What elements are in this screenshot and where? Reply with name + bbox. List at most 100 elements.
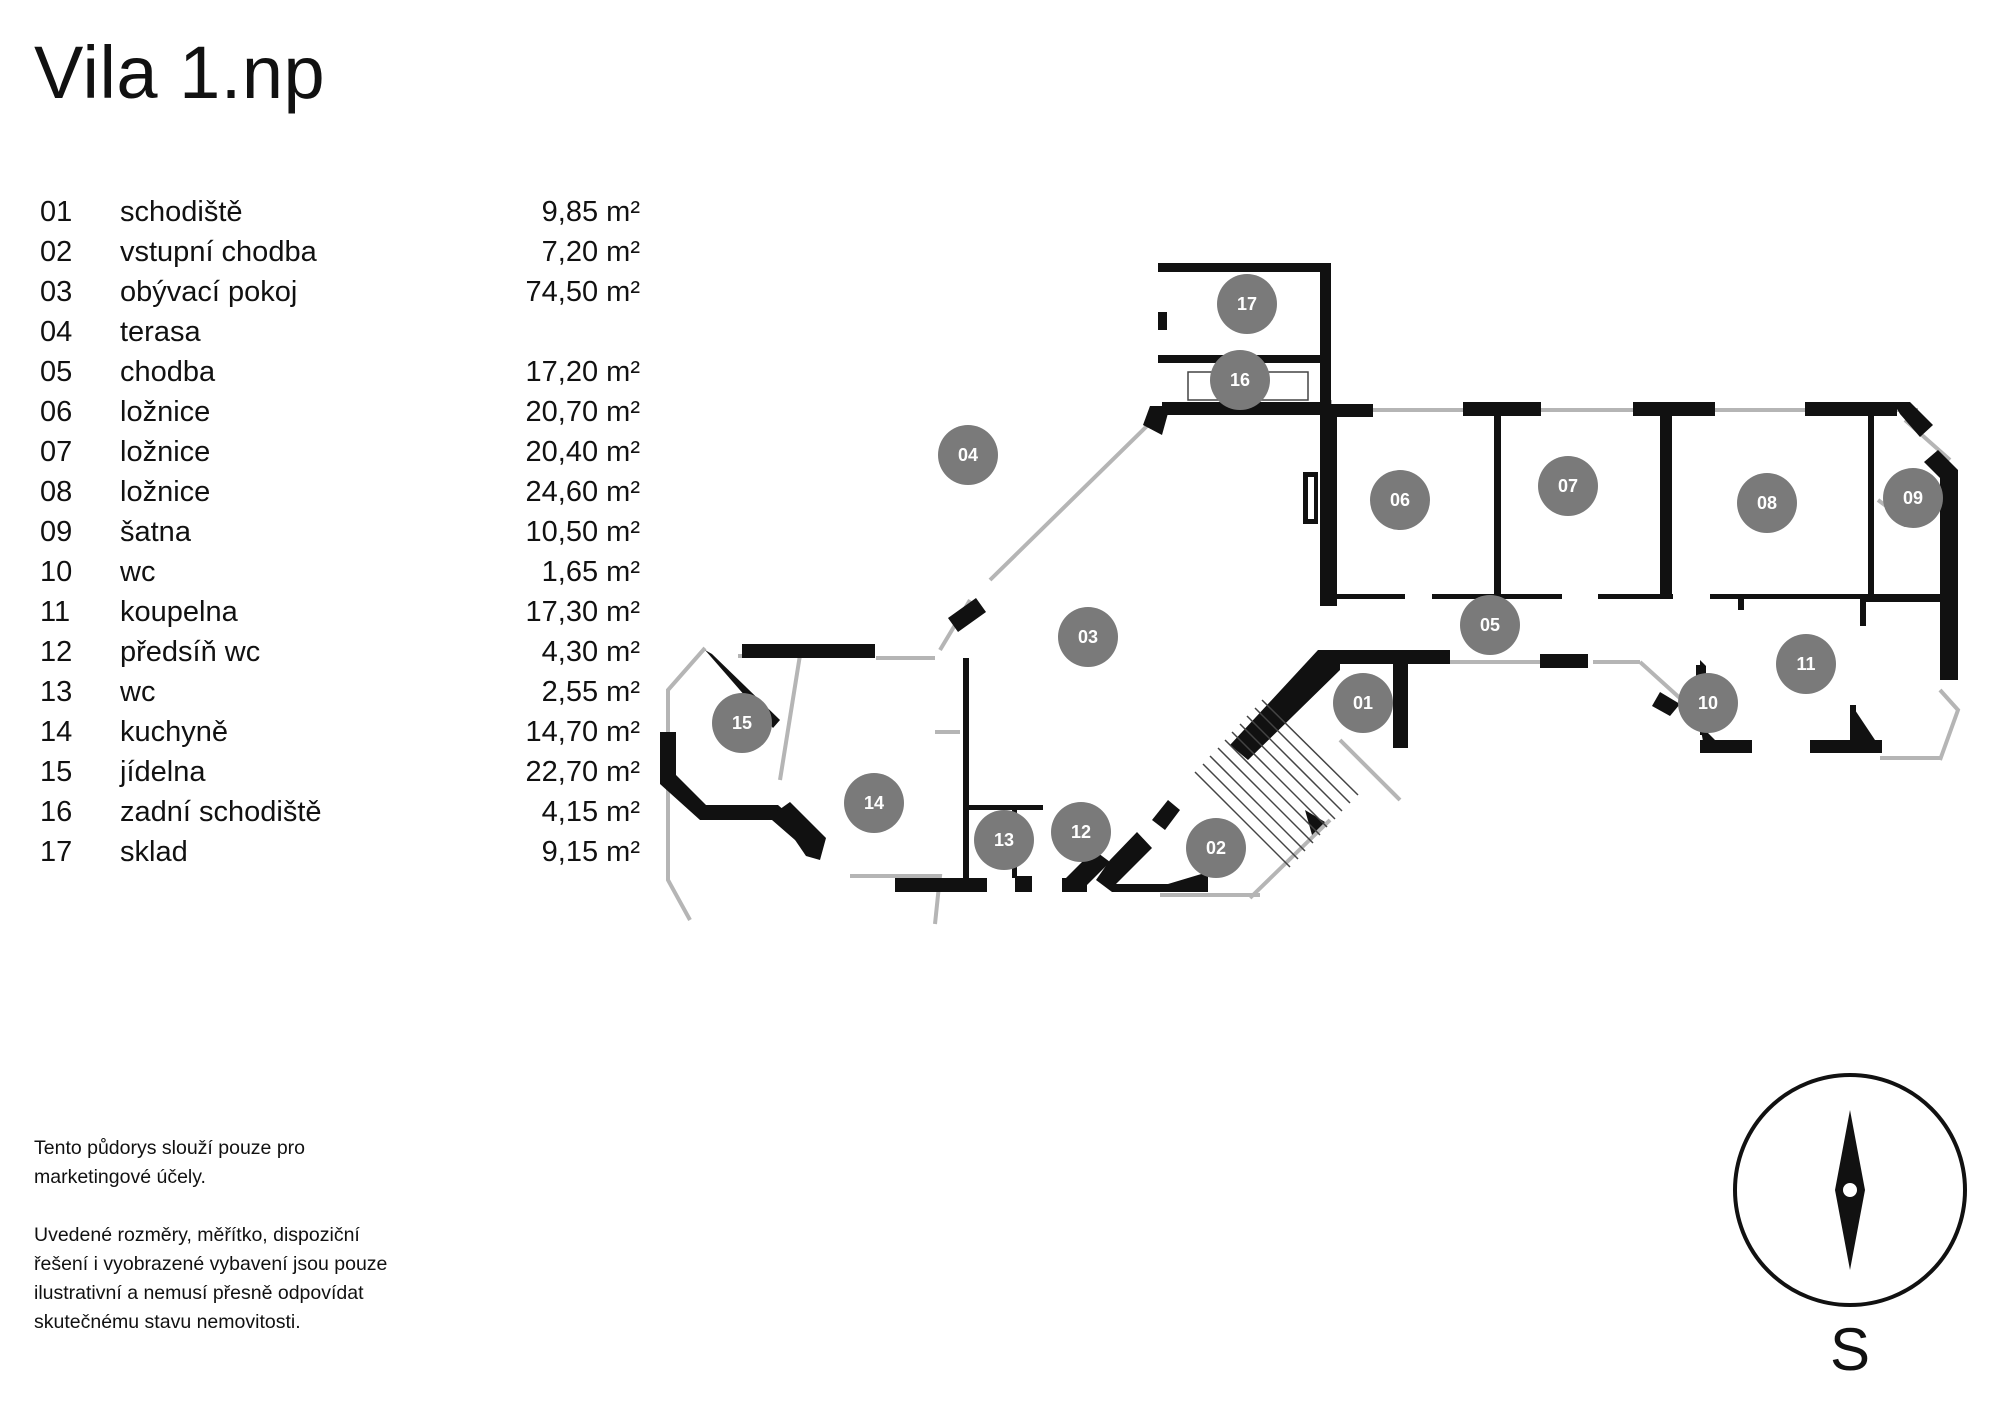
room-number: 16 — [40, 796, 73, 828]
room-badge-label: 03 — [1078, 627, 1098, 647]
room-number: 10 — [40, 556, 73, 588]
room-number: 04 — [40, 316, 73, 348]
room-badge-label: 07 — [1558, 476, 1578, 496]
room-badge-label: 08 — [1757, 493, 1777, 513]
legend-row-11: 11 koupelna 17,30 m² — [40, 592, 640, 632]
legend-row-05: 05 chodba 17,20 m² — [40, 352, 640, 392]
page-title: Vila 1.np — [34, 31, 326, 114]
room-name: wc — [120, 676, 156, 708]
room-badge-08: 08 — [1737, 473, 1797, 533]
room-badge-05: 05 — [1460, 595, 1520, 655]
legend-row-16: 16 zadní schodiště 4,15 m² — [40, 792, 640, 832]
room-area: 9,15 m² — [541, 836, 640, 868]
room-area: 7,20 m² — [541, 236, 640, 268]
room-badge-01: 01 — [1333, 673, 1393, 733]
room-name: jídelna — [120, 756, 206, 788]
room-badge-17: 17 — [1217, 274, 1277, 334]
room-area: 2,55 m² — [541, 676, 640, 708]
room-name: ložnice — [120, 436, 211, 468]
room-badge-04: 04 — [938, 425, 998, 485]
room-number: 17 — [40, 836, 73, 868]
room-badge-12: 12 — [1051, 802, 1111, 862]
room-area: 22,70 m² — [525, 756, 640, 788]
room-number: 14 — [40, 716, 73, 748]
room-area: 4,30 m² — [541, 636, 640, 668]
disclaimer-paragraph-1: Tento půdorys slouží pouze pro marketing… — [34, 1137, 306, 1188]
room-badge-07: 07 — [1538, 456, 1598, 516]
room-badge-label: 14 — [864, 793, 884, 813]
room-area: 9,85 m² — [541, 196, 640, 228]
room-badge-label: 09 — [1903, 488, 1923, 508]
compass: S — [1733, 1073, 1967, 1383]
room-badge-03: 03 — [1058, 607, 1118, 667]
room-name: zadní schodiště — [120, 796, 322, 828]
room-legend: 01 schodiště 9,85 m² 02 vstupní chodba 7,20 m… — [40, 192, 640, 872]
room-number: 15 — [40, 756, 73, 788]
room-area: 20,70 m² — [525, 396, 640, 428]
room-badge-label: 02 — [1206, 838, 1226, 858]
room-badge-label: 11 — [1796, 654, 1815, 674]
room-badge-label: 17 — [1237, 294, 1257, 314]
room-name: wc — [120, 556, 156, 588]
room-badge-label: 10 — [1698, 693, 1718, 713]
room-area: 1,65 m² — [541, 556, 640, 588]
room-name: obývací pokoj — [120, 276, 298, 308]
room-badge-02: 02 — [1186, 818, 1246, 878]
legend-row-12: 12 předsíň wc 4,30 m² — [40, 632, 640, 672]
room-number: 12 — [40, 636, 73, 668]
room-area: 17,30 m² — [525, 596, 640, 628]
room-name: schodiště — [120, 196, 243, 228]
room-number: 09 — [40, 516, 73, 548]
room-number: 08 — [40, 476, 73, 508]
room-name: koupelna — [120, 596, 238, 628]
room-badge-16: 16 — [1210, 350, 1270, 410]
compass-ring — [1733, 1073, 1967, 1307]
room-name: chodba — [120, 356, 216, 388]
room-badge-label: 01 — [1353, 693, 1373, 713]
room-area: 74,50 m² — [525, 276, 640, 308]
room-number: 03 — [40, 276, 73, 308]
room-badge-label: 04 — [958, 445, 978, 465]
compass-label: S — [1830, 1316, 1870, 1383]
room-number: 06 — [40, 396, 73, 428]
room-badge-15: 15 — [712, 693, 772, 753]
room-badge-09: 09 — [1883, 468, 1943, 528]
room-badge-06: 06 — [1370, 470, 1430, 530]
legend-row-01: 01 schodiště 9,85 m² — [40, 192, 640, 232]
room-name: vstupní chodba — [120, 236, 317, 268]
room-number: 13 — [40, 676, 73, 708]
legend-row-03: 03 obývací pokoj 74,50 m² — [40, 272, 640, 312]
room-badge-label: 12 — [1071, 822, 1091, 842]
room-badge-label: 16 — [1230, 370, 1250, 390]
room-name: předsíň wc — [120, 636, 261, 668]
room-area: 24,60 m² — [525, 476, 640, 508]
disclaimer: Tento půdorys slouží pouze pro marketing… — [34, 1134, 394, 1366]
room-area: 14,70 m² — [525, 716, 640, 748]
room-number: 02 — [40, 236, 73, 268]
room-area: 10,50 m² — [525, 516, 640, 548]
room-badge-14: 14 — [844, 773, 904, 833]
legend-row-06: 06 ložnice 20,70 m² — [40, 392, 640, 432]
room-badge-label: 15 — [732, 713, 752, 733]
legend-row-13: 13 wc 2,55 m² — [40, 672, 640, 712]
room-number: 11 — [40, 596, 71, 628]
room-area: 4,15 m² — [541, 796, 640, 828]
room-number: 05 — [40, 356, 73, 388]
legend-row-02: 02 vstupní chodba 7,20 m² — [40, 232, 640, 272]
room-area: 20,40 m² — [525, 436, 640, 468]
room-number: 01 — [40, 196, 73, 228]
room-name: terasa — [120, 316, 201, 348]
room-badge-10: 10 — [1678, 673, 1738, 733]
room-area: 17,20 m² — [525, 356, 640, 388]
legend-row-15: 15 jídelna 22,70 m² — [40, 752, 640, 792]
legend-row-04: 04 terasa — [40, 312, 640, 352]
room-badge-11: 11 — [1776, 634, 1836, 694]
room-name: ložnice — [120, 396, 211, 428]
legend-row-10: 10 wc 1,65 m² — [40, 552, 640, 592]
room-name: ložnice — [120, 476, 211, 508]
